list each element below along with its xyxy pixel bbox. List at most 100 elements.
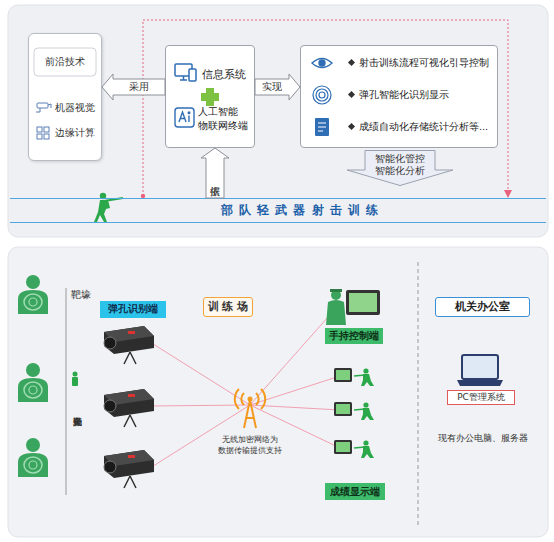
arrow-outline — [347, 151, 453, 186]
plus-icon — [201, 88, 219, 106]
node-text: 成绩自动化存储统计分析等... — [359, 121, 495, 133]
feedback-loop-line — [504, 190, 512, 198]
ai-icon — [188, 112, 190, 114]
result-arrow-shape: 智能化管控 智能化分析 — [345, 150, 455, 186]
training-band: 部 队 轻 武 器 射 击 训 练 — [10, 198, 546, 223]
function-box: 射击训练流程可视化引导控制弹孔智能化识别显示成绩自动化存储统计分析等... — [300, 45, 498, 148]
grid-icon — [37, 127, 42, 132]
grid-icon — [37, 134, 42, 139]
node-text: 智能化管控 智能化分析 — [370, 153, 430, 177]
network-note: 无线加密网络为 数据传输提供支持 — [210, 434, 290, 456]
laptop-icon — [457, 380, 503, 386]
node-text: 边缘计算 — [55, 127, 101, 139]
grid-icon — [44, 134, 49, 139]
wireless-tower — [244, 400, 256, 428]
score-tablet — [334, 368, 374, 386]
bottom-panel — [8, 247, 548, 537]
trench-staff-icon — [73, 372, 78, 377]
node-text: 成绩显示端 — [325, 483, 385, 500]
report-icon — [315, 118, 329, 136]
node-text: 信息系统 — [202, 68, 254, 81]
camera-device — [104, 326, 154, 364]
handheld-operator — [349, 293, 377, 312]
block-arrow — [201, 148, 229, 198]
camera-icon — [36, 103, 51, 112]
ai-icon — [175, 108, 194, 127]
block-arrow — [102, 74, 165, 100]
score-tablet — [334, 440, 374, 458]
node-text: 射击训练流程可视化引导控制 — [359, 57, 495, 69]
camera-row — [104, 326, 154, 488]
target-icon — [313, 86, 331, 104]
ai-icon — [188, 116, 189, 123]
handheld-operator — [326, 300, 346, 325]
area-label: 靶壕 — [71, 289, 91, 301]
handheld-operator — [330, 289, 342, 292]
tag-box: 手持控制端 — [325, 328, 383, 344]
monitor-icon — [175, 64, 196, 81]
arrow-label: 采用 — [129, 82, 149, 92]
camera-icon — [48, 104, 51, 108]
feedback-loop-line — [141, 20, 512, 198]
ai-icon — [179, 112, 186, 122]
node-text: 弹孔识别端 — [100, 301, 166, 318]
report-icon — [315, 118, 329, 136]
bullet-diamond — [348, 59, 355, 66]
report-icon — [318, 123, 326, 131]
tag-box: 弹孔识别端 — [100, 301, 166, 318]
target-figure — [18, 275, 48, 314]
node-text: 前沿技术 — [29, 56, 101, 69]
office-note: 现有办公电脑、服务器 — [433, 433, 533, 444]
feedback-loop-line — [143, 20, 508, 196]
bullet-diamond — [348, 91, 355, 98]
bullet-diamond — [348, 59, 355, 130]
area-tag: 机关办公室 — [435, 297, 530, 317]
target-figure — [18, 438, 48, 477]
target-row — [18, 275, 48, 477]
target-icon — [313, 86, 331, 104]
wireless-tower — [256, 393, 259, 405]
system-box: 信息系统人工智能 物联网终端 — [165, 45, 255, 148]
title-frame — [34, 48, 96, 76]
trench-staff-icon — [72, 372, 78, 387]
score-tablet — [334, 402, 374, 420]
node-text: 人工智能 物联网终端 — [198, 105, 254, 133]
node-text: 部 队 轻 武 器 射 击 训 练 — [130, 199, 470, 221]
camera-device — [104, 389, 154, 427]
eye-icon — [312, 59, 332, 68]
monitor-icon — [180, 76, 187, 80]
grid-icon — [44, 127, 49, 132]
block-arrow — [255, 74, 300, 100]
wireless-tower — [235, 389, 239, 409]
top-panel — [8, 5, 548, 237]
wireless-tower — [241, 393, 244, 405]
grid-icon — [37, 127, 49, 139]
node-text: 机器视觉 — [55, 102, 101, 114]
wireless-tower — [261, 389, 265, 409]
laptop-icon — [462, 355, 498, 379]
camera-device — [104, 450, 154, 488]
camera-icon — [37, 103, 48, 108]
target-figure — [18, 363, 48, 402]
trench-staff-icon — [72, 377, 78, 386]
bullet-diamond — [348, 123, 355, 130]
target-icon — [319, 92, 325, 98]
wireless-tower — [248, 397, 253, 402]
node-text: PC管理系统 — [448, 391, 514, 404]
trench-line — [66, 288, 67, 495]
ai-icon — [175, 108, 194, 127]
technology-box: 前沿技术机器视觉边缘计算 — [28, 33, 102, 161]
wireless-links — [150, 308, 340, 468]
wireless-tower — [235, 389, 265, 428]
eye-icon — [312, 59, 332, 68]
area-tag: 训 练 场 — [203, 297, 253, 317]
monitor-icon — [189, 69, 196, 81]
node-text: 机关办公室 — [436, 298, 529, 316]
wireless-links — [150, 405, 250, 406]
laptop-icon — [457, 355, 503, 386]
arrow-label: 实现 — [262, 82, 282, 92]
tablet-row — [334, 368, 374, 458]
handheld-operator — [331, 290, 341, 300]
eye-icon — [319, 60, 325, 66]
